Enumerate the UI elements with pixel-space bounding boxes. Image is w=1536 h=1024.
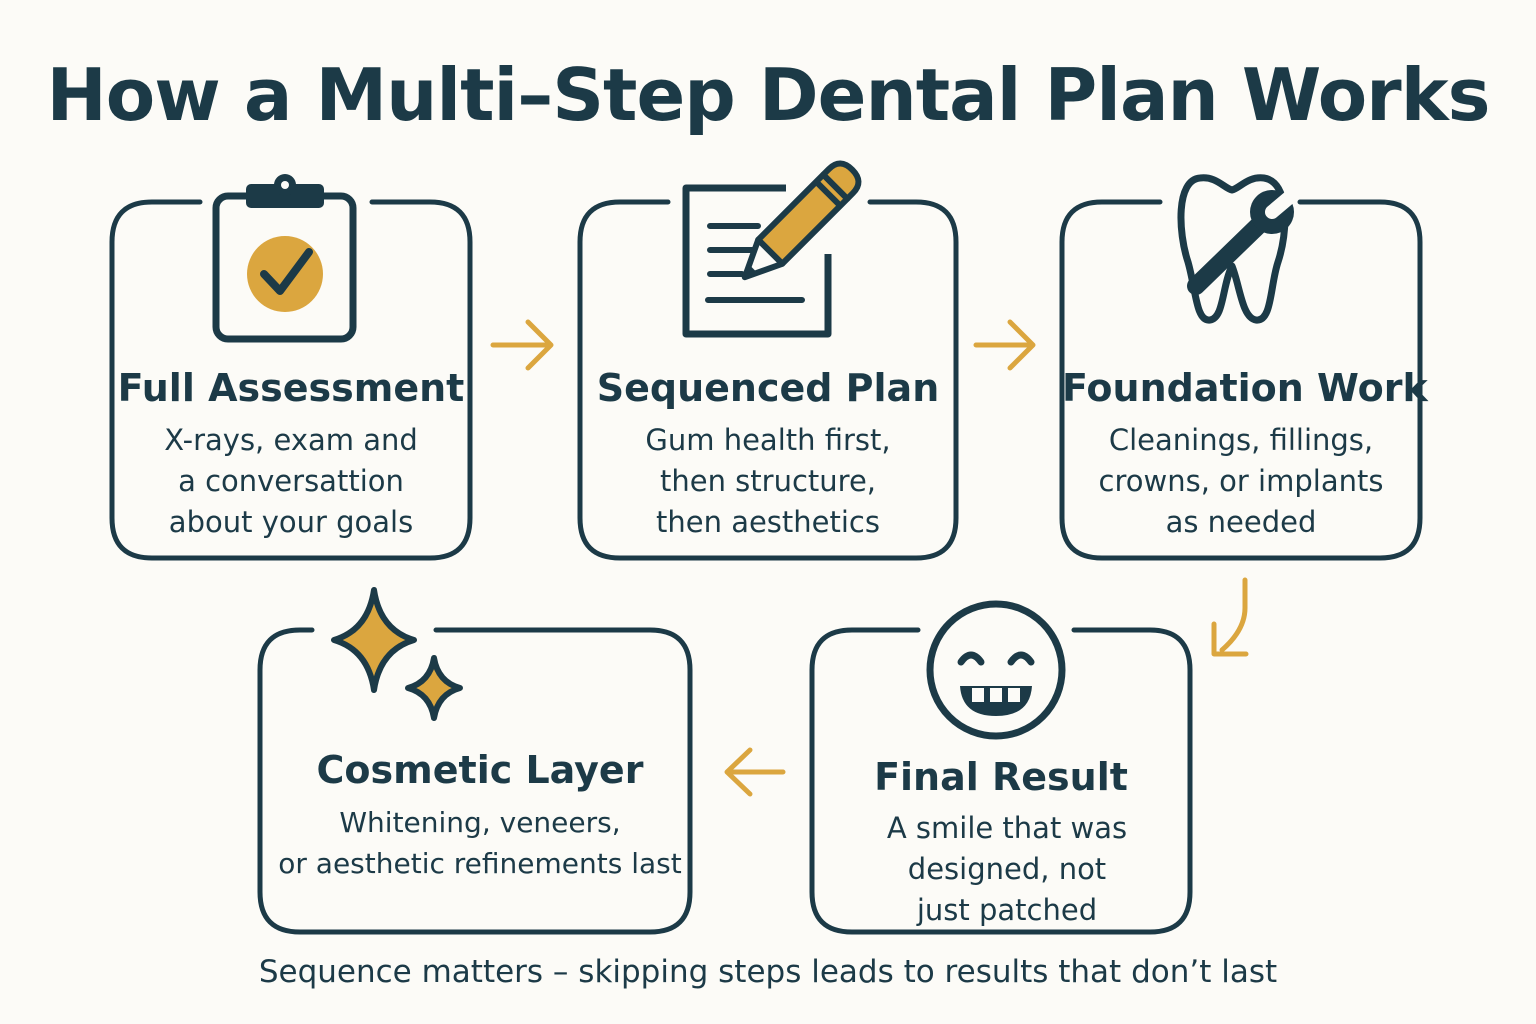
step-title-foundation-work: Foundation Work <box>1062 366 1428 410</box>
desc-line: just patched <box>916 893 1098 927</box>
step-desc-full-assessment: X-rays, exam and a conversattion about y… <box>112 420 470 543</box>
desc-line: Whitening, veneers, <box>339 806 621 839</box>
desc-line: designed, not <box>907 852 1107 886</box>
card-frame-foundation-work <box>1059 199 1423 561</box>
card-frame-cosmetic-layer <box>257 627 693 935</box>
desc-line: Gum health first, <box>645 423 891 457</box>
card-frame-full-assessment <box>109 199 473 561</box>
page-title: How a Multi–Step Dental Plan Works <box>46 53 1491 137</box>
desc-line: X-rays, exam and <box>164 423 418 457</box>
card-frame-final-result <box>809 627 1193 935</box>
document-pencil-icon <box>682 160 862 338</box>
arrow-right-1 <box>490 319 554 371</box>
desc-line: Cleanings, fillings, <box>1108 423 1374 457</box>
step-title-sequenced-plan: Sequenced Plan <box>596 366 940 410</box>
step-title-final-result: Final Result <box>874 755 1128 799</box>
tooth-wrench-icon <box>1177 173 1317 324</box>
step-desc-final-result: A smile that was designed, not just patc… <box>812 808 1202 931</box>
arrow-left <box>724 747 786 797</box>
desc-line: or aesthetic refinements last <box>278 847 682 880</box>
smiley-face-icon <box>926 600 1066 740</box>
step-desc-cosmetic-layer: Whitening, veneers, or aesthetic refinem… <box>260 802 700 884</box>
step-title-full-assessment: Full Assessment <box>117 366 465 410</box>
desc-line: crowns, or implants <box>1098 464 1384 498</box>
footer-note: Sequence matters – skipping steps leads … <box>258 954 1278 990</box>
sparkles-icon <box>331 587 463 721</box>
arrow-right-2 <box>973 319 1036 371</box>
desc-line: then structure, <box>659 464 876 498</box>
step-desc-foundation-work: Cleanings, fillings, crowns, or implants… <box>1062 420 1420 543</box>
desc-line: about your goals <box>168 505 414 539</box>
step-title-cosmetic-layer: Cosmetic Layer <box>316 748 644 792</box>
step-desc-sequenced-plan: Gum health first, then structure, then a… <box>580 420 956 543</box>
desc-line: a conversattion <box>178 464 404 498</box>
clipboard-check-icon <box>212 174 357 343</box>
arrow-down-left <box>1211 577 1249 657</box>
desc-line: then aesthetics <box>656 505 880 539</box>
desc-line: as needed <box>1165 505 1317 539</box>
card-frame-sequenced-plan <box>577 199 959 561</box>
desc-line: A smile that was <box>886 811 1128 845</box>
